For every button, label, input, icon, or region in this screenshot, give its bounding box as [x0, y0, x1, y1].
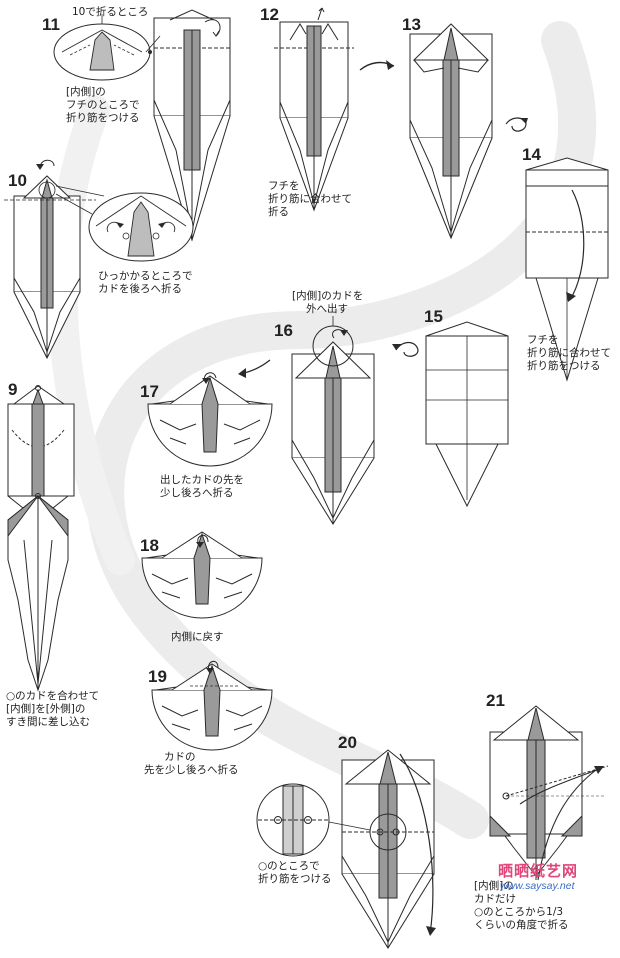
step-18-number: 18: [140, 536, 159, 555]
step-21-note-2: カドだけ: [474, 893, 516, 905]
step-17-note-1: 出したカドの先を: [160, 474, 244, 486]
watermark-url: www.saysay.net: [500, 880, 575, 892]
step-9-note-2: [内側]を[外側]の: [6, 703, 86, 715]
step-11-note-3: 折り筋をつける: [66, 112, 140, 124]
step-11-number: 11: [42, 15, 60, 34]
step-19-note-2: 先を少し後ろへ折る: [144, 764, 239, 776]
step-10-note-1: ひっかかるところで: [98, 270, 193, 282]
step-21-note-3: ○のところから1/3: [474, 906, 564, 918]
step-11-note-top: 10で折るところ: [72, 6, 149, 18]
step-21-note-1: [内側]の: [474, 880, 514, 892]
step-20-note-1: ○のところで: [258, 860, 320, 872]
step-14-note-3: 折り筋をつける: [527, 360, 601, 372]
watermark-brand: 晒晒纸艺网: [498, 863, 579, 880]
step-19-number: 19: [148, 667, 167, 686]
step-21-number: 21: [486, 691, 505, 710]
step-11-note-1: [内側]の: [66, 86, 106, 98]
step-14-note-2: 折り筋に合わせて: [527, 347, 611, 359]
step-14-note-1: フチを: [527, 334, 559, 346]
step-16-note-2: 外へ出す: [306, 303, 348, 315]
step-19-note-1: カドの: [164, 751, 196, 763]
step-21-note-4: くらいの角度で折る: [474, 919, 569, 931]
step-12-note-3: 折る: [268, 206, 289, 218]
step-9-note-3: すき間に差し込む: [6, 716, 90, 728]
step-17-number: 17: [140, 382, 159, 401]
step-10-note-2: カドを後ろへ折る: [98, 283, 182, 295]
step-17-note-2: 少し後ろへ折る: [160, 487, 234, 499]
step-9-note-1: ○のカドを合わせて: [6, 690, 100, 702]
step-18-note-1: 内側に戻す: [171, 631, 224, 643]
step-15-number: 15: [424, 307, 443, 326]
step-12-number: 12: [260, 5, 279, 24]
step-10-number: 10: [8, 171, 27, 190]
step-9-number: 9: [8, 380, 18, 399]
step-20-number: 20: [338, 733, 357, 752]
step-13-number: 13: [402, 15, 421, 34]
step-16-number: 16: [274, 321, 293, 340]
step-14-number: 14: [522, 145, 541, 164]
step-20-note-2: 折り筋をつける: [258, 873, 332, 885]
step-16-note-1: [内側]のカドを: [292, 290, 364, 302]
step-12-note-1: フチを: [268, 180, 300, 192]
step-11-note-2: フチのところで: [66, 99, 140, 111]
step-12-note-2: 折り筋に合わせて: [268, 193, 352, 205]
